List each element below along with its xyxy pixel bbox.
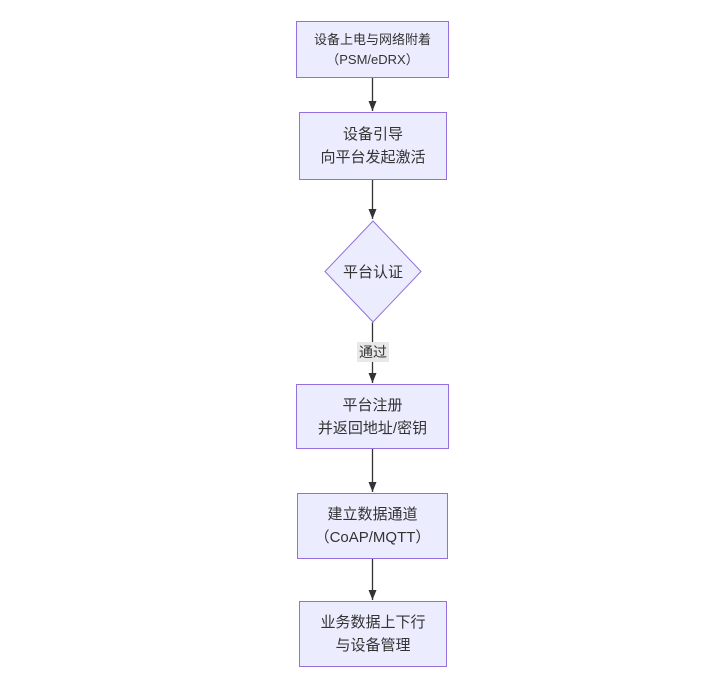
node-business-data-management: 业务数据上下行 与设备管理 [299, 601, 447, 667]
node-data-channel: 建立数据通道 （CoAP/MQTT） [297, 493, 448, 559]
node-platform-register: 平台注册 并返回地址/密钥 [296, 384, 449, 449]
node-label-line: 向平台发起激活 [320, 149, 426, 166]
decision-diamond-shape [324, 220, 422, 323]
node-power-on-network-attach: 设备上电与网络附着 （PSM/eDRX） [296, 21, 449, 78]
node-label-line: 与设备管理 [335, 637, 411, 654]
node-label-line: （CoAP/MQTT） [314, 529, 431, 546]
node-label-line: 设备引导 [342, 126, 403, 143]
node-label-line: 设备上电与网络附着 [313, 31, 431, 47]
node-label-line: 平台认证 [342, 264, 403, 281]
node-bootstrap-activate: 设备引导 向平台发起激活 [299, 112, 447, 180]
node-label-line: 并返回地址/密钥 [317, 419, 428, 437]
node-platform-auth-decision: 平台认证 [324, 220, 422, 323]
edge-label-pass: 通过 [357, 342, 389, 362]
node-label-line: 平台注册 [342, 396, 403, 414]
node-label-line: 建立数据通道 [327, 506, 418, 523]
node-label-line: （PSM/eDRX） [326, 51, 419, 67]
node-label-line: 业务数据上下行 [320, 614, 426, 631]
